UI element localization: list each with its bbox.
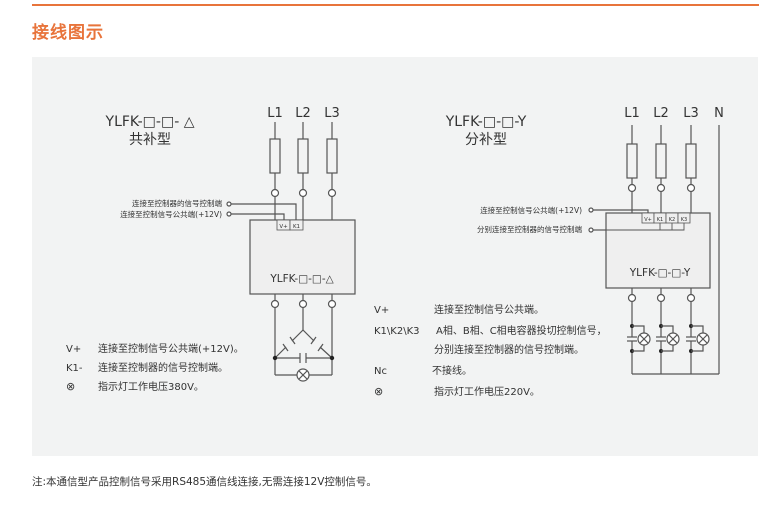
terminal-icon [270, 188, 280, 198]
terminal-icon [656, 183, 666, 193]
indicator-lamp-icon [296, 368, 310, 382]
terminal-icon [656, 293, 666, 303]
left-signal-label-1: 连接至控制器的信号控制端 [132, 198, 222, 208]
right-terminal-k2: K2 [669, 217, 675, 223]
left-legend-key: V+ [66, 344, 81, 355]
left-signal-label-2: 连接至控制信号公共端(+12V) [120, 209, 222, 219]
right-terminal-k1: K1 [657, 217, 663, 223]
signal-terminal-icon [226, 201, 232, 207]
fuse-icon [297, 138, 309, 174]
lamp-symbol-icon: ⊗ [374, 385, 383, 398]
left-module-box [249, 219, 356, 295]
left-phase-l2: L2 [295, 106, 311, 121]
right-model-title: YLFK-□-□-Y [445, 114, 527, 130]
left-type-title: 共补型 [129, 132, 171, 148]
lamp-symbol-icon: ⊗ [66, 380, 75, 393]
terminal-icon [298, 188, 308, 198]
right-terminal-vplus: V+ [644, 217, 652, 223]
left-legend-key: K1- [66, 363, 83, 374]
left-legend-desc: 连接至控制器的信号控制端。 [98, 361, 228, 374]
right-legend-key: V+ [374, 305, 389, 316]
right-signal-label-1: 连接至控制信号公共端(+12V) [480, 205, 582, 215]
signal-terminal-icon [588, 227, 594, 233]
right-phase-l1: L1 [624, 106, 640, 121]
right-diagram: YLFK-□-□-Y 分补型 L1 L2 L3 N 连接至控制信号公共端(+12… [445, 106, 724, 375]
left-diagram: YLFK-□-□- △ 共补型 L1 L2 L3 连接至控制器的信号控制端 连接… [66, 106, 356, 393]
right-phase-l2: L2 [653, 106, 669, 121]
right-box-label: YLFK-□-□-Y [629, 267, 691, 279]
right-terminal-k3: K3 [681, 217, 687, 223]
right-legend-key: Nc [374, 366, 387, 377]
page-title: 接线图示 [32, 23, 104, 43]
header-rule [32, 4, 759, 6]
right-module-box [605, 212, 711, 289]
terminal-icon [686, 183, 696, 193]
left-terminal-vplus: V+ [279, 224, 288, 230]
footer-note: 注:本通信型产品控制信号采用RS485通信线连接,无需连接12V控制信号。 [32, 476, 377, 488]
terminal-icon [298, 299, 308, 309]
right-legend-desc: A相、B相、C相电容器投切控制信号， [436, 324, 607, 337]
signal-terminal-icon [588, 207, 594, 213]
fuse-icon [326, 138, 338, 174]
left-model-title: YLFK-□-□- △ [105, 114, 195, 130]
fuse-icon [685, 143, 697, 179]
right-type-title: 分补型 [465, 132, 507, 148]
left-phase-l3: L3 [324, 106, 340, 121]
right-legend-desc: 分别连接至控制器的信号控制端。 [434, 343, 584, 356]
right-legend-desc: 指示灯工作电压220V。 [434, 385, 540, 398]
fuse-icon [626, 143, 638, 179]
left-box-label: YLFK-□-□-△ [269, 273, 334, 285]
signal-terminal-icon [226, 211, 232, 217]
terminal-icon [686, 293, 696, 303]
terminal-icon [270, 299, 280, 309]
right-legend-desc: 连接至控制信号公共端。 [434, 303, 544, 316]
right-legend: V+ 连接至控制信号公共端。 K1\K2\K3 A相、B相、C相电容器投切控制信… [374, 303, 607, 398]
left-phase-l1: L1 [267, 106, 283, 121]
right-legend-desc: 不接线。 [432, 364, 472, 377]
terminal-icon [327, 299, 337, 309]
terminal-icon [627, 293, 637, 303]
fuse-icon [269, 138, 281, 174]
terminal-icon [627, 183, 637, 193]
right-phase-n: N [714, 106, 724, 121]
right-phase-l3: L3 [683, 106, 699, 121]
fuse-icon [655, 143, 667, 179]
right-signal-label-2: 分别连接至控制器的信号控制端 [477, 224, 582, 234]
right-legend-key: K1\K2\K3 [374, 326, 420, 337]
left-legend-desc: 连接至控制信号公共端(+12V)。 [98, 342, 244, 355]
left-terminal-k1: K1 [293, 224, 300, 230]
left-legend-desc: 指示灯工作电压380V。 [98, 380, 204, 393]
terminal-icon [327, 188, 337, 198]
